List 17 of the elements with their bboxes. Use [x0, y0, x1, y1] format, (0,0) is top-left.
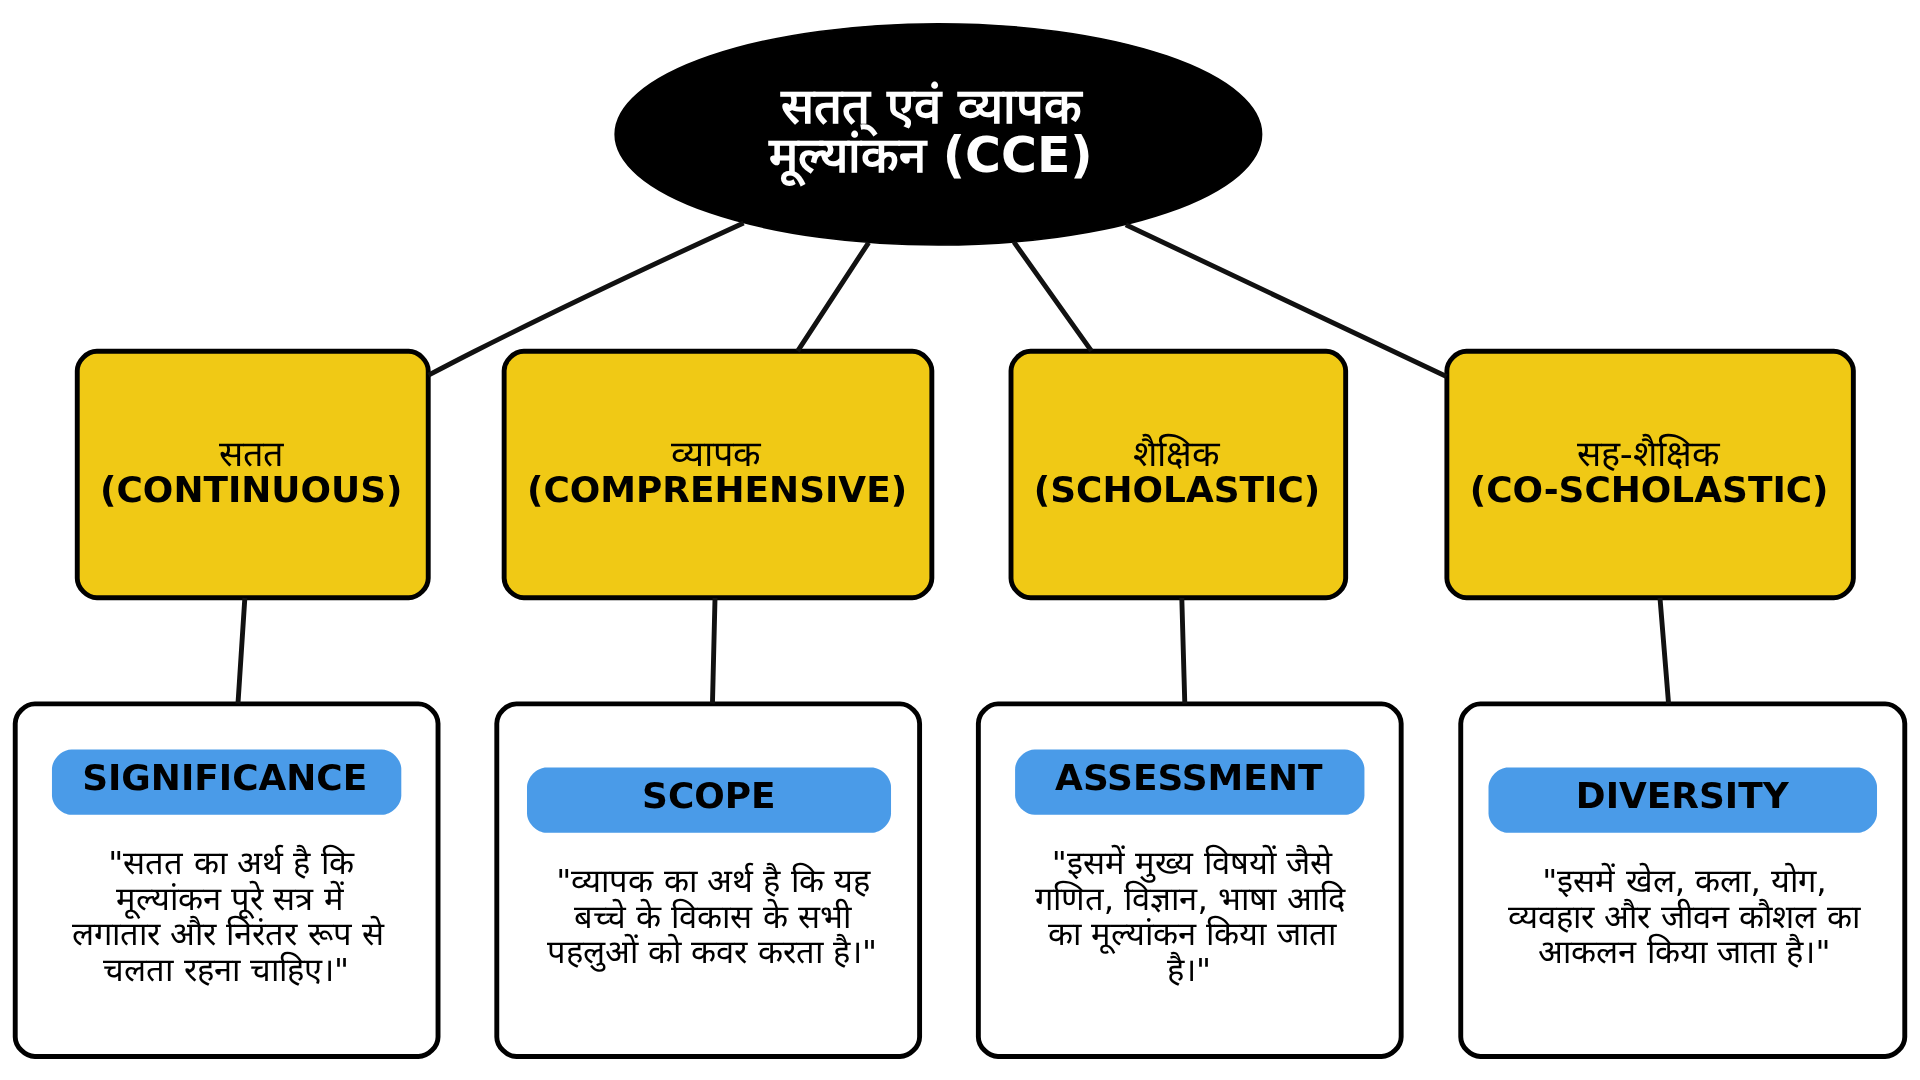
node-ellipse: सतत् एवं व्यापक मूल्यांकन (CCE) [614, 22, 1263, 246]
node-box: DIVERSITY "इसमें खेल, कला, योग, व्यवहार और जीवन कौशल का आकलन किया जाता है।" [1458, 701, 1908, 1059]
node-box: शैक्षिक (SCHOLASTIC) [1008, 348, 1349, 601]
connector [710, 597, 718, 704]
node-box: सह-शैक्षिक (CO-SCHOLASTIC) [1444, 348, 1856, 601]
connector [1179, 597, 1188, 704]
node-box: ASSESSMENT "इसमें मुख्य विषयों जैसे गणित, विज्ञान, भाषा आदि का मूल्यांकन किया जाता है।" [975, 701, 1404, 1059]
connector [427, 220, 745, 378]
node-box: सतत (CONTINUOUS) [74, 348, 431, 601]
connector [1124, 222, 1448, 379]
connector [1657, 597, 1672, 704]
connector [795, 241, 871, 353]
node-box: व्यापक (COMPREHENSIVE) [501, 348, 935, 601]
node-box: SIGNIFICANCE "सतत का अर्थ है कि मूल्यांकन पूरे सत्र में लगातार और निरंतर रूप से चलता रहना चाहिए।" [12, 701, 441, 1059]
connector [235, 597, 248, 704]
connector [1011, 240, 1094, 353]
node-box: SCOPE "व्यापक का अर्थ है कि यह बच्चे के विकास के सभी पहलुओं को कवर करता है।" [494, 701, 923, 1059]
